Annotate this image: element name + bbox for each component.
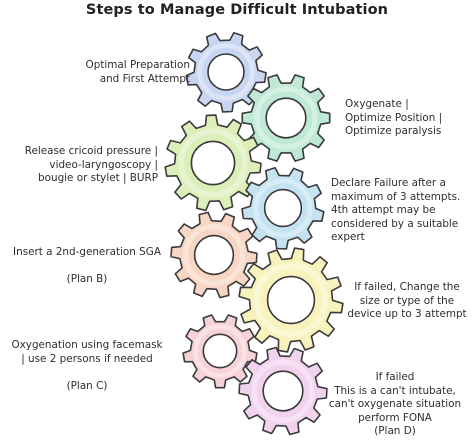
gear-band (193, 324, 247, 378)
label-2nd-gen-sga: Insert a 2nd-generation SGA (Plan B) (13, 246, 161, 286)
label-oxygenate: Oxygenate | Optimize Position | Optimize… (345, 98, 443, 138)
label-declare-failure: Declare Failure after a maximum of 3 att… (331, 177, 461, 244)
gear-step-declare-failure (241, 167, 325, 250)
gear-band (254, 86, 318, 150)
gear-band (253, 178, 313, 238)
gear-step-2nd-gen-sga (170, 211, 258, 299)
gear-step-change-device (238, 247, 344, 353)
gear-step-fona (238, 346, 328, 436)
label-change-device: If failed, Change the size or type of th… (347, 281, 467, 321)
gear-hole (193, 234, 235, 276)
label-fona: If failed This is a can't intubate, can'… (328, 371, 462, 438)
label-facemask: Oxygenation using facemask | use 2 perso… (11, 339, 163, 392)
gear-hole (190, 140, 236, 186)
gear-band (183, 224, 246, 287)
gear-hole (262, 370, 304, 412)
gear-hole (207, 53, 245, 91)
gear-step-optimal-preparation (185, 31, 267, 113)
gear-band (197, 43, 255, 101)
gear-band (251, 359, 315, 423)
gear-step-release-cricoid (164, 114, 262, 212)
label-optimal-preparation: Optimal Preparation and First Attempt (85, 59, 190, 85)
diagram-title: Steps to Manage Difficult Intubation (85, 2, 389, 18)
gear-hole (263, 188, 303, 228)
gear-band (253, 262, 329, 338)
label-release-cricoid: Release cricoid pressure | video-laryngo… (24, 145, 158, 185)
gear-hole (202, 333, 238, 369)
gear-band (178, 128, 248, 198)
gear-step-oxygenate (241, 74, 331, 162)
gear-hole (265, 97, 307, 139)
gear-hole (266, 275, 316, 325)
gear-step-facemask (182, 314, 258, 389)
